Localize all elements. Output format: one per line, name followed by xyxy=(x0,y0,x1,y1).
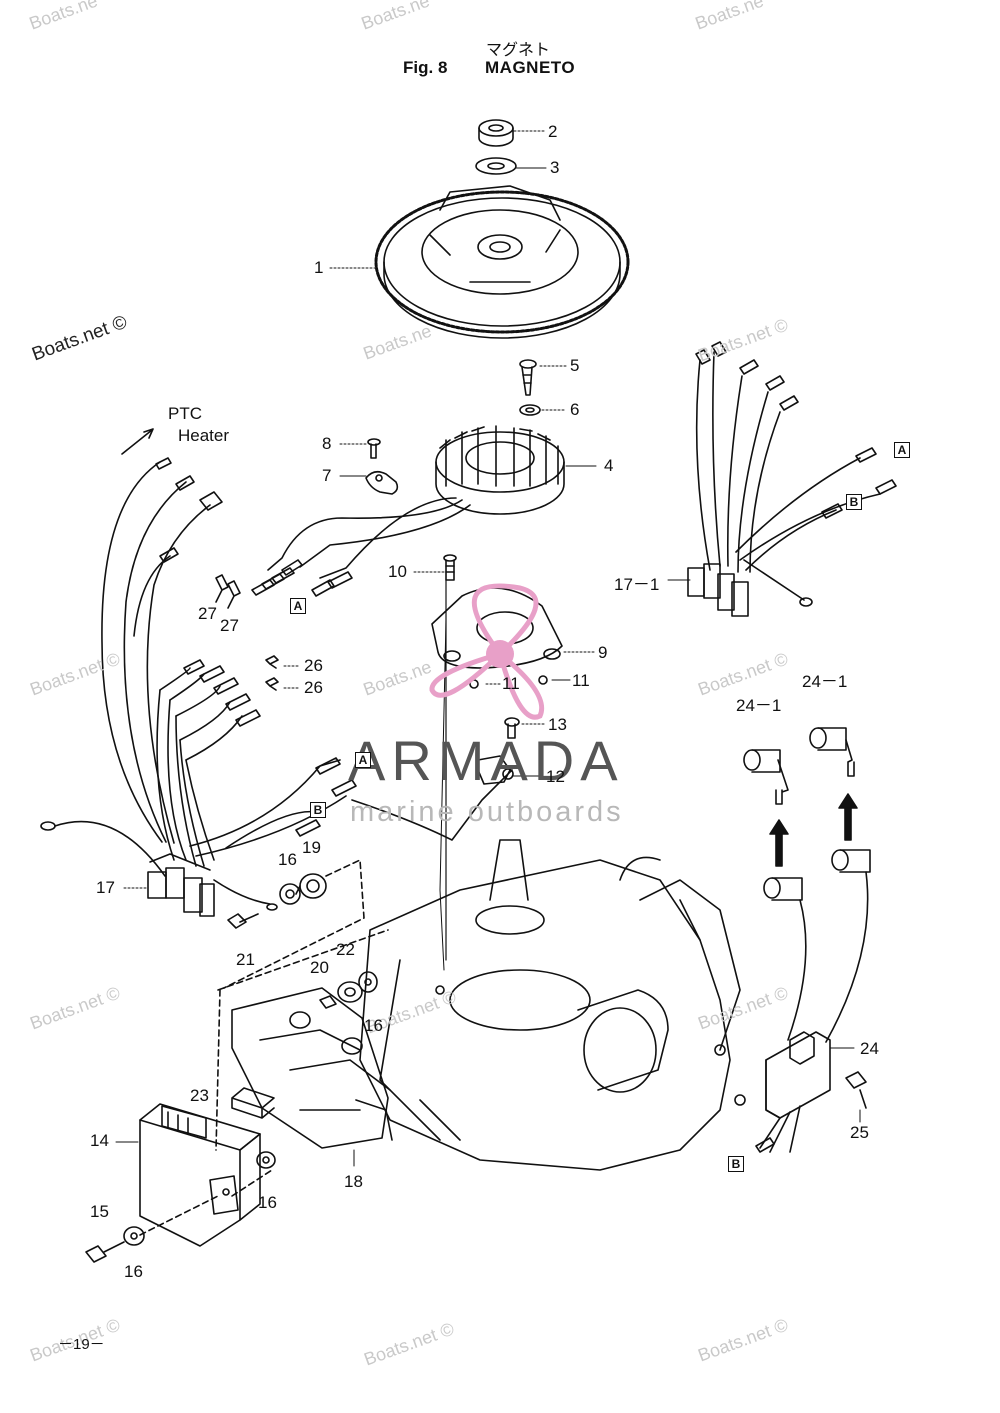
ring-terminal-left xyxy=(40,820,166,877)
armada-tagline: marine outboards xyxy=(350,796,624,828)
connector-block-part-17-1 xyxy=(687,563,749,617)
pulser-plate-part-9 xyxy=(431,587,563,669)
callout-21: 21 xyxy=(236,950,255,969)
screw-part-8 xyxy=(367,438,381,459)
clamp-part-7 xyxy=(365,470,399,495)
callout-3: 3 xyxy=(550,158,560,177)
washer-part-16-upper xyxy=(279,883,301,905)
bolt-part-10 xyxy=(443,554,457,581)
callout-8: 8 xyxy=(322,434,332,453)
callout-23: 23 xyxy=(190,1086,209,1105)
callout-2: 2 xyxy=(548,122,558,141)
figure-title: MAGNETO xyxy=(485,58,576,77)
callout-18: 18 xyxy=(344,1172,363,1191)
plug-cap-part-24-1-right xyxy=(809,727,855,777)
flywheel-part-1 xyxy=(374,185,630,339)
stator-harness xyxy=(267,497,471,579)
pad-part-23 xyxy=(231,1087,275,1119)
figure-label: Fig. 8 xyxy=(403,58,448,77)
callout-26: 26 xyxy=(304,678,323,697)
bolts-part-26 xyxy=(265,655,279,691)
plug-cap-part-24-1-left xyxy=(743,749,789,805)
callout-24-1: 24－1 xyxy=(736,696,782,715)
heater-label: Heater xyxy=(178,426,230,445)
callout-13: 13 xyxy=(548,715,567,734)
callout-12: 12 xyxy=(546,767,565,786)
connector-label-a: A xyxy=(355,752,371,768)
callout-4: 4 xyxy=(604,456,614,475)
collar-part-20 xyxy=(319,995,337,1009)
right-harness xyxy=(695,341,897,607)
up-arrows xyxy=(769,793,858,867)
callout-15: 15 xyxy=(90,1202,109,1221)
callout-16: 16 xyxy=(258,1193,277,1212)
callout-11: 11 xyxy=(572,671,590,690)
bolt-part-15 xyxy=(85,1241,125,1263)
callout-22: 22 xyxy=(336,940,355,959)
connector-label-a: A xyxy=(290,598,306,614)
callout-19: 19 xyxy=(302,838,321,857)
connector-label-b: B xyxy=(728,1156,744,1172)
callout-6: 6 xyxy=(570,400,580,419)
leader-lines xyxy=(115,130,861,1167)
callout-16: 16 xyxy=(364,1016,383,1035)
engine-block xyxy=(359,839,746,1171)
callout-11: 11 xyxy=(502,674,520,693)
washer-part-16-bottom xyxy=(123,1226,145,1246)
bracket-part-12 xyxy=(477,755,514,785)
callout-1: 1 xyxy=(314,258,324,277)
bolt-part-21 xyxy=(227,913,259,929)
dash-leader-19 xyxy=(223,859,365,989)
ptc-label: PTC xyxy=(168,404,202,423)
callout-26: 26 xyxy=(304,656,323,675)
left-harness-upper-connectors xyxy=(156,659,261,867)
washer-part-6 xyxy=(519,404,541,416)
armada-brand-text: ARMADA xyxy=(348,729,624,792)
bracket-part-18 xyxy=(231,987,393,1149)
bolt-part-25 xyxy=(845,1071,867,1109)
connector-label-b: B xyxy=(310,802,326,818)
callout-5: 5 xyxy=(570,356,580,375)
callout-24: 24 xyxy=(860,1039,879,1058)
callout-16: 16 xyxy=(124,1262,143,1281)
callout-25: 25 xyxy=(850,1123,869,1142)
callout-27: 27 xyxy=(220,616,239,635)
ptc-arrow xyxy=(121,428,154,455)
callout-10: 10 xyxy=(388,562,407,581)
connector-label-b: B xyxy=(846,494,862,510)
nut-part-2 xyxy=(478,119,514,147)
grommet-part-19 xyxy=(295,873,327,899)
washer-part-16-mid xyxy=(358,971,378,993)
grommet-part-22 xyxy=(337,981,363,1003)
callout-16: 16 xyxy=(278,850,297,869)
page-number: －19－ xyxy=(58,1336,105,1353)
cdi-unit-part-14 xyxy=(139,1103,261,1247)
connector-label-a: A xyxy=(894,442,910,458)
callout-17: 17 xyxy=(96,878,115,897)
callout-20: 20 xyxy=(310,958,329,977)
connector-block-part-17 xyxy=(147,853,215,917)
japanese-title: マグネト xyxy=(486,40,551,59)
harness-to-ring xyxy=(213,879,271,905)
callout-24-1: 24－1 xyxy=(802,672,848,691)
stator-part-4 xyxy=(435,425,565,515)
terminals-part-27 xyxy=(215,574,241,609)
screw-part-13 xyxy=(504,717,520,739)
washer-part-3 xyxy=(475,157,517,175)
stator-connectors xyxy=(251,559,353,597)
callout-27: 27 xyxy=(198,604,217,623)
ignition-coil-part-24 xyxy=(755,849,871,1153)
callout-17-1: 17－1 xyxy=(614,575,660,594)
washer-part-16-lower xyxy=(256,1151,276,1169)
callout-9: 9 xyxy=(598,643,608,662)
callout-7: 7 xyxy=(322,466,332,485)
bolt-part-5 xyxy=(519,359,537,396)
callout-14: 14 xyxy=(90,1131,109,1150)
